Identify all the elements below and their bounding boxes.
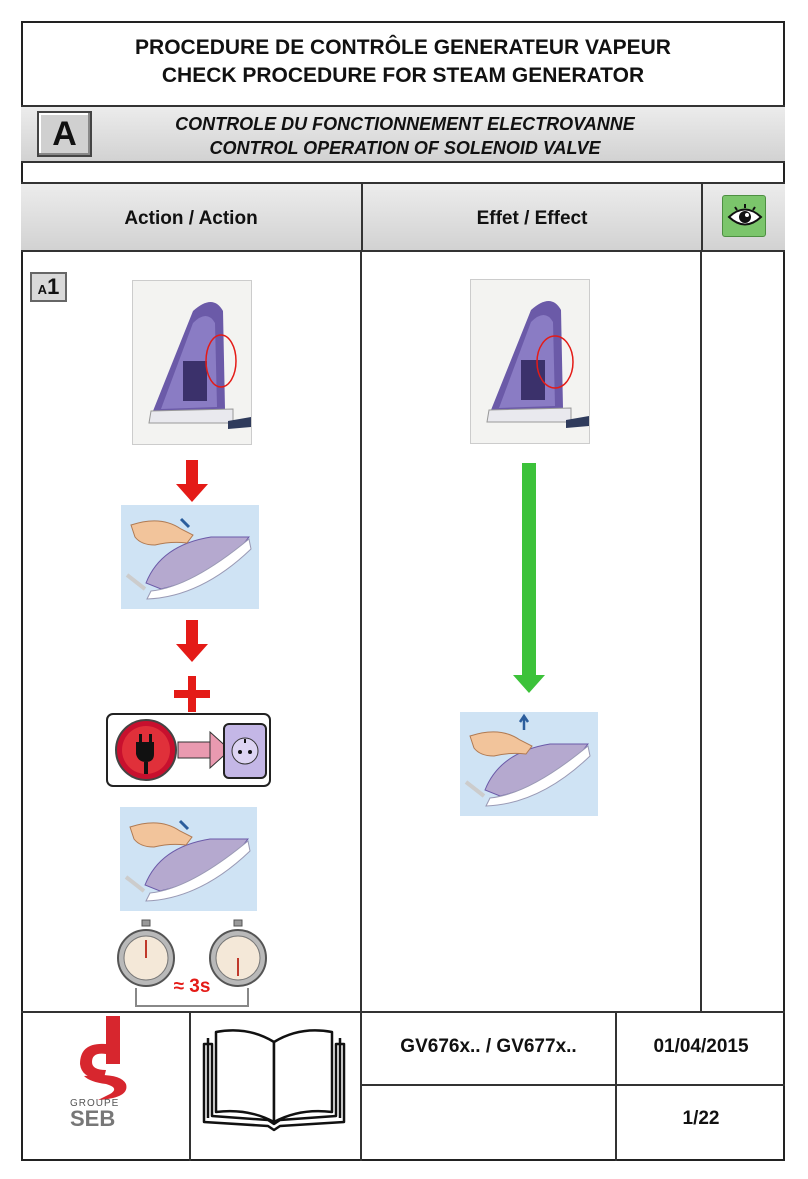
section-title: CONTROLE DU FONCTIONNEMENT ELECTROVANNE … [100,112,710,160]
section-title-en: CONTROL OPERATION OF SOLENOID VALVE [209,138,601,158]
section-band [21,105,785,163]
step-label: A1 [30,272,67,302]
column-header-action: Action / Action [21,182,361,252]
open-book-icon [198,1022,350,1134]
timer-group: ≈ 3s [112,918,272,1010]
column-divider-2 [700,252,702,1012]
footer-divider-2 [360,1011,362,1161]
brand-top: GROUPE [70,1098,120,1109]
plug-into-socket-image [106,712,271,788]
section-title-fr: CONTROLE DU FONCTIONNEMENT ELECTROVANNE [175,114,635,134]
footer-top-line [21,1011,785,1013]
title-fr: PROCEDURE DE CONTRÔLE GENERATEUR VAPEUR [135,36,671,59]
red-down-arrow-2 [176,620,208,662]
step-prefix: A [37,282,48,297]
iron-photo-action [132,280,252,445]
iron-photo-effect [470,279,590,444]
red-plus-sign [174,676,210,712]
press-steam-button-image [121,505,259,609]
footer-mid-line [361,1084,785,1086]
brand-bottom: SEB [70,1106,116,1131]
page-title: PROCEDURE DE CONTRÔLE GENERATEUR VAPEUR … [21,21,785,105]
page-frame [21,21,785,1161]
groupe-seb-logo: GROUPE SEB [70,1014,150,1144]
section-letter: A [37,111,92,157]
press-steam-button-image-2 [120,807,257,911]
document-date: 01/04/2015 [653,1036,749,1057]
eye-icon [722,195,766,237]
red-down-arrow-1 [176,460,208,502]
footer-divider-1 [189,1011,191,1161]
green-down-arrow [513,463,545,693]
page-number: 1/22 [682,1108,720,1129]
timer-label: ≈ 3s [173,976,211,997]
column-divider-1 [360,252,362,1012]
stopwatch-icon-2 [209,919,267,987]
release-steam-button-image [460,712,598,816]
stopwatch-icon [117,919,175,987]
footer-divider-3 [615,1011,617,1161]
step-number: 1 [47,274,60,299]
title-en: CHECK PROCEDURE FOR STEAM GENERATOR [161,64,645,87]
column-header-effect: Effet / Effect [361,182,701,252]
model-numbers: GV676x.. / GV677x.. [400,1036,577,1057]
